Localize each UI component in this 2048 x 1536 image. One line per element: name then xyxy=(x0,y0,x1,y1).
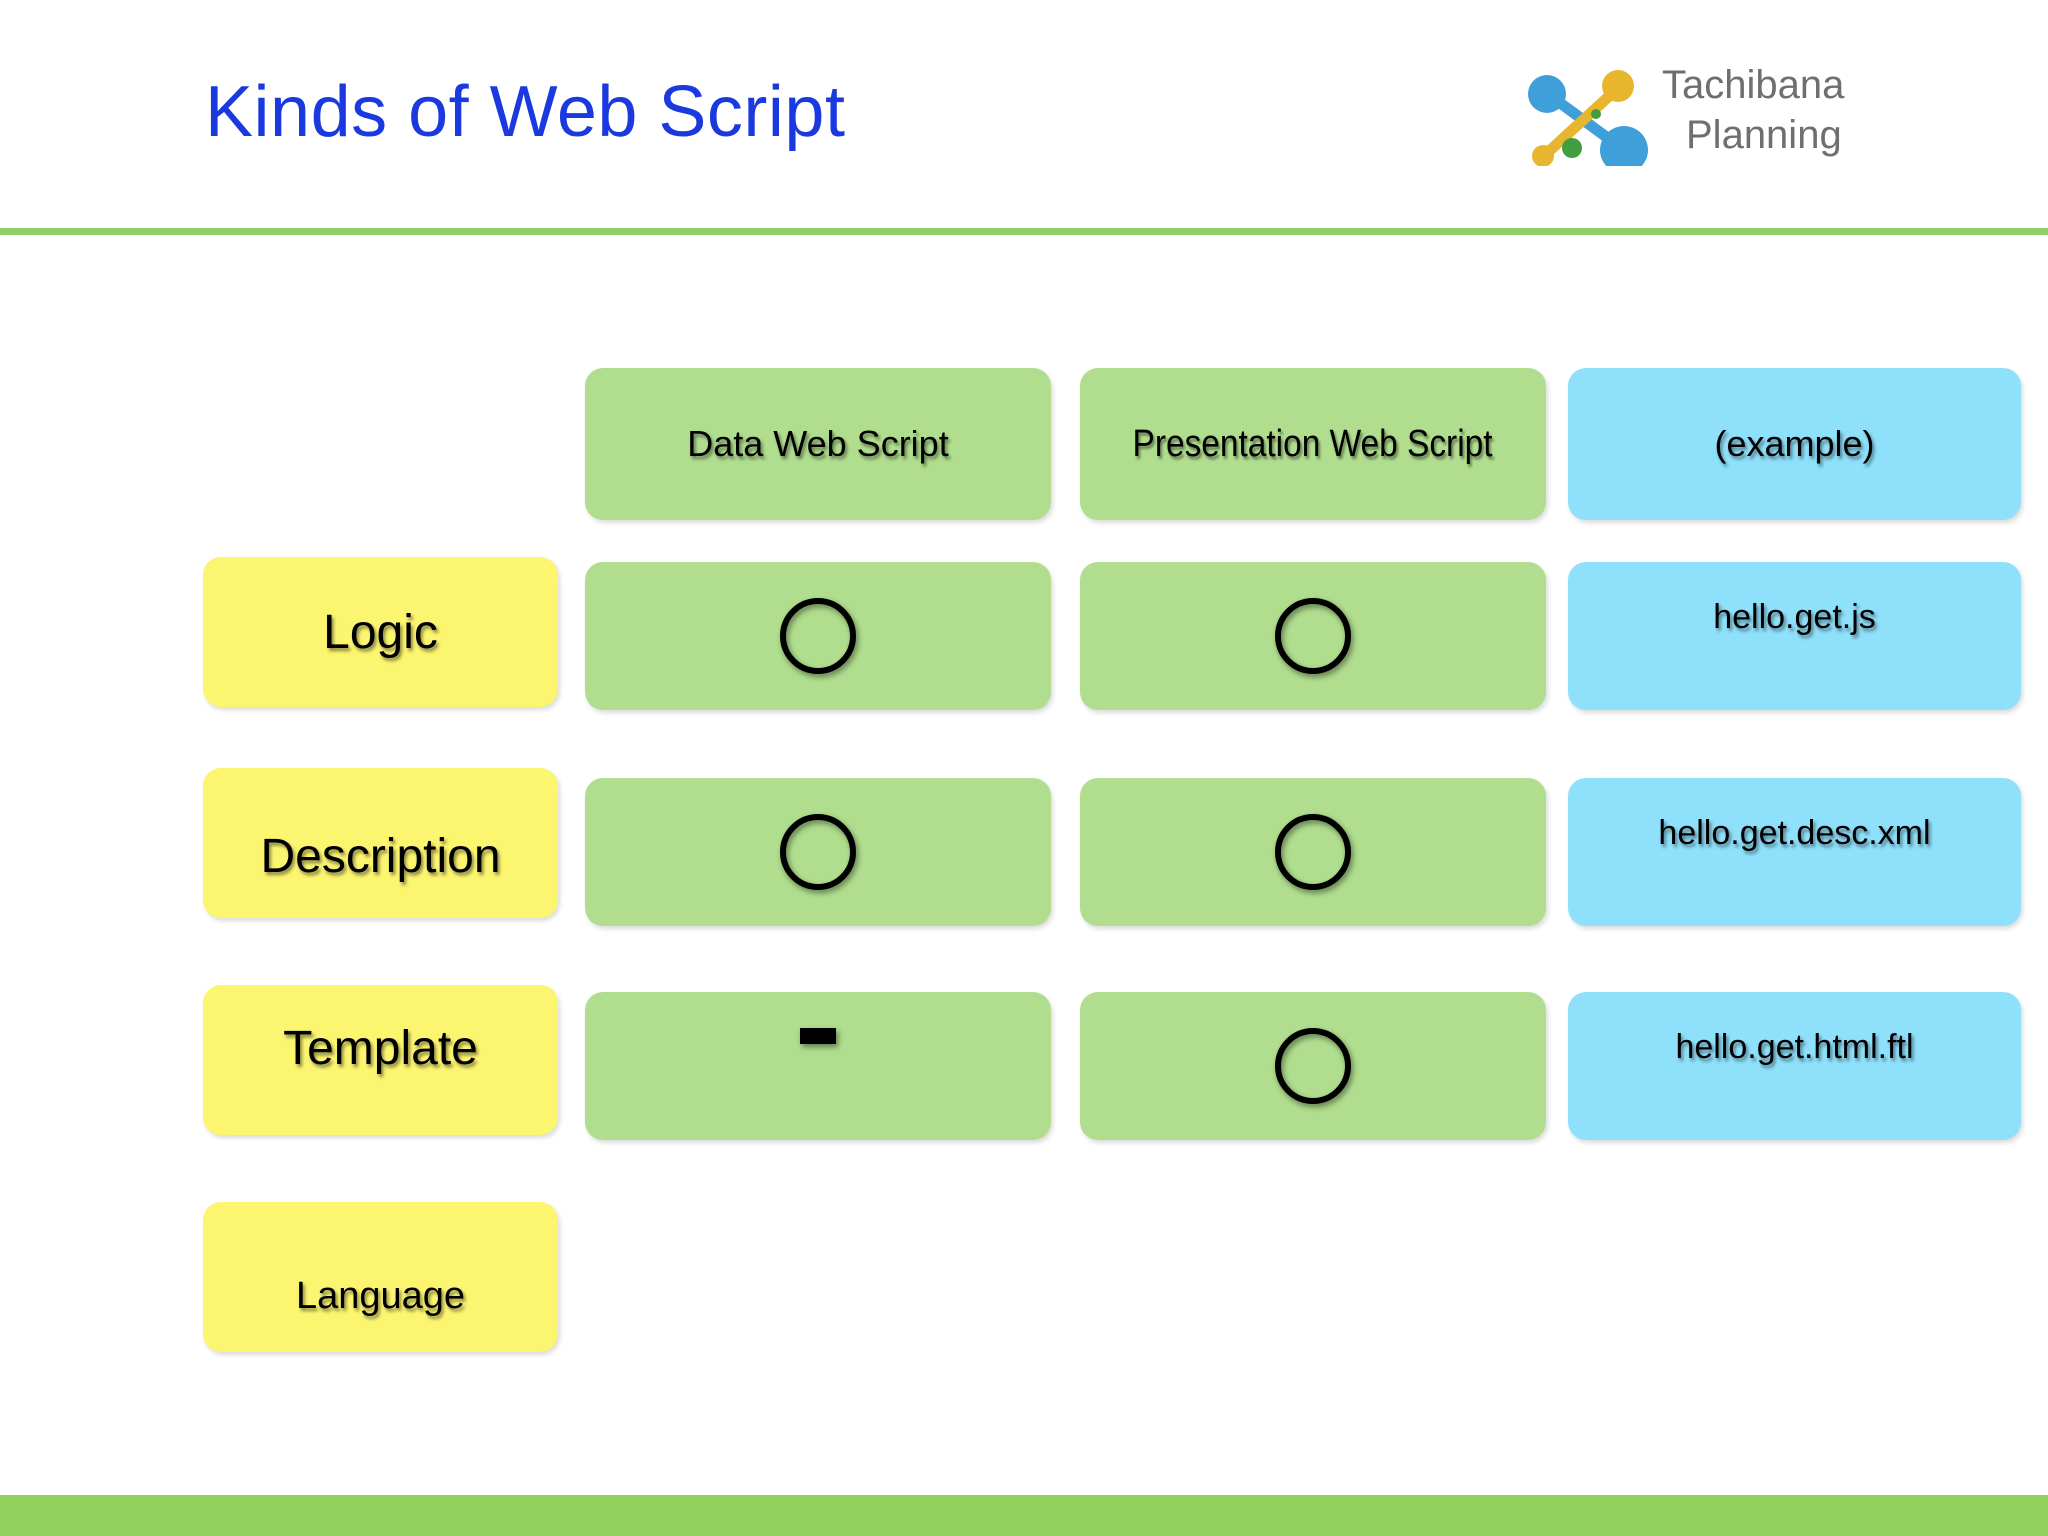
cell-template-presentation-web-script xyxy=(1080,992,1546,1140)
header-divider xyxy=(0,228,2048,235)
example-filename: hello.get.desc.xml xyxy=(1658,814,1931,852)
circle-marker-icon xyxy=(1275,814,1351,890)
circle-marker-icon xyxy=(780,598,856,674)
column-header-data-web-script: Data Web Script xyxy=(585,368,1051,520)
column-header-label: Presentation Web Script xyxy=(1133,422,1493,465)
row-label-text: Logic xyxy=(323,605,438,659)
circle-marker-icon xyxy=(1275,598,1351,674)
cell-template-example: hello.get.html.ftl xyxy=(1568,992,2021,1140)
brand-logo-line2: Planning xyxy=(1686,113,1842,157)
network-nodes-icon xyxy=(1528,70,1648,166)
example-filename: hello.get.js xyxy=(1713,598,1876,636)
cell-logic-presentation-web-script xyxy=(1080,562,1546,710)
cell-template-data-web-script xyxy=(585,992,1051,1140)
row-label-text: Language xyxy=(295,1275,466,1317)
circle-marker-icon xyxy=(1275,1028,1351,1104)
row-label-text: Template xyxy=(283,1022,478,1075)
row-label-logic: Logic xyxy=(203,557,558,707)
column-header-label: (example) xyxy=(1714,423,1875,464)
dash-marker-icon xyxy=(800,1028,836,1044)
row-label-description: Description xyxy=(203,768,558,918)
column-header-label: Data Web Script xyxy=(687,423,949,464)
brand-logo-line1: Tachibana xyxy=(1662,63,1845,107)
column-header-presentation-web-script: Presentation Web Script xyxy=(1080,368,1546,520)
example-filename: hello.get.html.ftl xyxy=(1675,1028,1914,1066)
page-title: Kinds of Web Script xyxy=(205,72,846,152)
row-label-language: Language xyxy=(203,1202,558,1352)
brand-logo: Tachibana Planning xyxy=(1520,52,1920,168)
row-label-template: Template xyxy=(203,985,558,1135)
cell-description-example: hello.get.desc.xml xyxy=(1568,778,2021,926)
row-label-text: Description xyxy=(260,830,501,883)
cell-logic-data-web-script xyxy=(585,562,1051,710)
column-header-example: (example) xyxy=(1568,368,2021,520)
cell-description-data-web-script xyxy=(585,778,1051,926)
cell-description-presentation-web-script xyxy=(1080,778,1546,926)
footer-bar xyxy=(0,1495,2048,1536)
circle-marker-icon xyxy=(780,814,856,890)
cell-logic-example: hello.get.js xyxy=(1568,562,2021,710)
brand-logo-text: Tachibana Planning xyxy=(1662,60,1922,160)
